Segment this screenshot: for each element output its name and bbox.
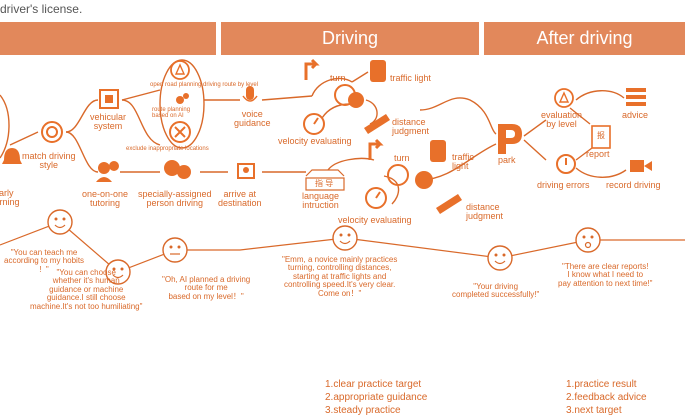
label-velocity-1: velocity evaluating (278, 136, 352, 146)
flow-line (65, 99, 99, 133)
label-exclude: exclude inappropriate locations (126, 146, 209, 152)
label-language: language intruction (302, 191, 340, 211)
quote-2: "You can choose whether it's human guida… (30, 268, 143, 311)
label-report: report (586, 149, 610, 159)
label-driving-errors: driving errors (537, 180, 590, 190)
label-record-driving: record driving (606, 180, 661, 190)
label-velocity-2: velocity evaluating (338, 215, 412, 225)
language-sign-text: 指 导 (315, 179, 334, 188)
goal-driving-3: 3.steady practice (325, 405, 401, 416)
label-distance-1: distance judgment (392, 117, 430, 137)
face-3 (162, 237, 188, 263)
flow-line (575, 167, 627, 178)
ai-route-loop (159, 59, 205, 149)
label-route-planning: route planning based on AI (152, 107, 191, 120)
label-distance-2: distance judgment (466, 202, 504, 222)
label-match-driving-style: match driving style (22, 151, 76, 171)
flow-line (327, 157, 375, 171)
label-open-road: open road planning driving route by leve… (150, 82, 259, 88)
label-evaluation: evaluation by level (541, 110, 583, 130)
flow-line (575, 147, 593, 161)
quote-3: "Oh, AI planned a driving route for me b… (162, 275, 251, 301)
flow-line (523, 139, 547, 161)
label-voice-guidance: voice guidance (234, 109, 271, 129)
quote-4: "Emm, a novice mainly practices turning,… (282, 255, 398, 298)
face-4 (332, 225, 358, 251)
label-advice: advice (622, 110, 649, 120)
label-arrive: arrive at destination (218, 189, 262, 209)
flow-line (261, 95, 313, 101)
flow-line (9, 131, 39, 146)
flow-line (419, 97, 497, 135)
label-turn-1: turn (330, 73, 346, 83)
face-1 (47, 209, 73, 235)
face-5 (487, 245, 513, 271)
quote-5: "Your driving completed successfully!" (452, 282, 540, 300)
report-sign-text: 报 (597, 131, 605, 140)
label-turn-2: turn (394, 153, 410, 163)
face-6 (575, 227, 601, 253)
stage-band-before (0, 22, 216, 55)
emotion-curve (0, 221, 685, 273)
flow-line (121, 89, 161, 101)
label-early-warning: early warning (0, 188, 20, 208)
goal-after-1: 1.practice result (566, 379, 637, 390)
stage-band-after: After driving (484, 22, 685, 55)
bell-icon-shape (2, 148, 22, 164)
flow-line (351, 71, 369, 83)
label-park: park (498, 155, 516, 165)
face-2 (105, 259, 131, 285)
label-specially-assigned: specially-assigned person driving (138, 189, 212, 209)
goal-after-3: 3.next target (566, 405, 622, 416)
label-traffic-2: traffic light (452, 152, 474, 172)
flow-line (321, 103, 351, 119)
flow-line (311, 77, 353, 97)
flow-line (121, 99, 161, 146)
flow-curve (0, 94, 10, 159)
quote-1: "You can teach me according to my hobits… (4, 248, 85, 274)
flow-line (365, 99, 378, 125)
label-vehicular-system: vehicular system (90, 112, 127, 132)
goal-after-2: 2.feedback advice (566, 392, 647, 403)
header-partial-text: driver's license. (0, 2, 83, 16)
stage-band-driving: Driving (221, 22, 479, 55)
goal-driving-1: 1.clear practice target (325, 379, 422, 390)
label-traffic-1: traffic light (390, 73, 431, 83)
flow-line (65, 131, 99, 173)
flow-line (569, 107, 591, 125)
label-one-on-one: one-on-one tutoring (82, 189, 129, 209)
quote-6: "There are clear reports! I know what I … (558, 262, 653, 288)
flow-line (523, 119, 547, 137)
flow-line (575, 90, 625, 101)
goal-driving-2: 2.appropriate guidance (325, 392, 428, 403)
